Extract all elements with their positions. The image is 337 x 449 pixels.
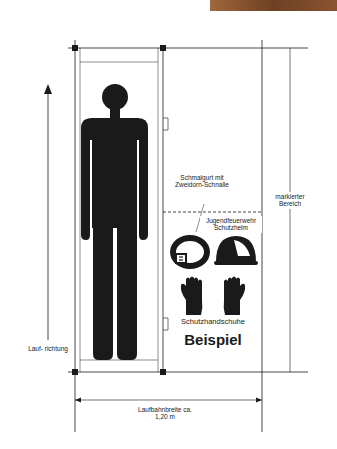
dimension-label: markierter Bereich bbox=[268, 192, 312, 209]
helmet-icon bbox=[214, 236, 258, 265]
width-dimension: Laufbahnbreite ca. 1,20 m bbox=[136, 405, 194, 422]
person-silhouette bbox=[81, 84, 148, 360]
belt-label: Schmalgurt mit Zweidorn-Schnalle bbox=[172, 173, 232, 190]
example-note: Beispiel bbox=[166, 331, 260, 348]
gloves-label: Schutzhandschuhe bbox=[166, 318, 260, 327]
helmet-label: Jugendfeuerwehr Schutzhelm bbox=[200, 216, 262, 233]
gloves-icon bbox=[181, 277, 245, 316]
belt-icon bbox=[173, 238, 207, 266]
lane-lines bbox=[48, 40, 308, 432]
direction-label: Lauf- richtung bbox=[28, 344, 68, 353]
photo-strip bbox=[210, 0, 337, 11]
markers bbox=[44, 45, 262, 403]
